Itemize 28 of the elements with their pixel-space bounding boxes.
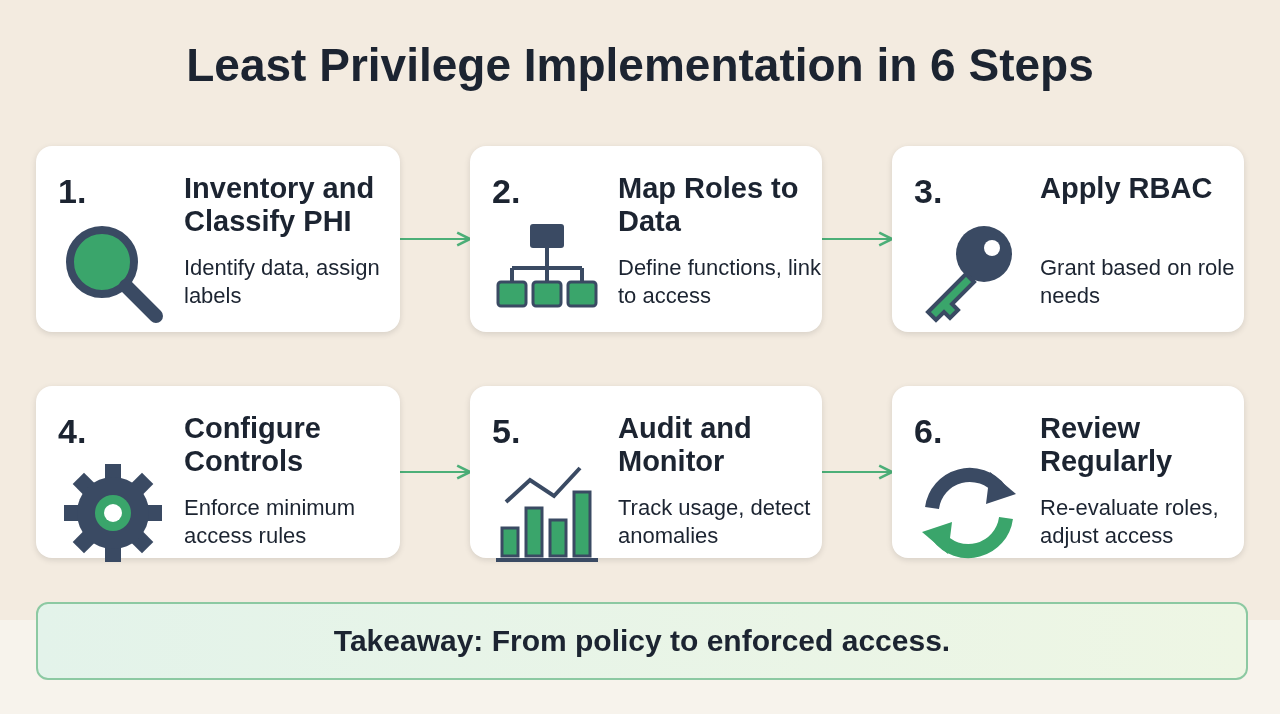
step-card	[892, 146, 1244, 332]
step-heading: Review Regularly	[1040, 412, 1174, 478]
arrow	[821, 231, 894, 247]
step-description: Re-evaluate roles, adjust access	[1040, 494, 1220, 550]
step-heading: Inventory and Classify PHI	[184, 172, 376, 238]
step-card	[470, 146, 822, 332]
step-number: 3.	[914, 172, 943, 211]
step-number: 5.	[492, 412, 521, 451]
arrow	[399, 231, 472, 247]
step-number: 1.	[58, 172, 87, 211]
step-description: Enforce minimum access rules	[184, 494, 357, 550]
step-heading: Audit and Monitor	[618, 412, 753, 478]
step-card	[36, 146, 400, 332]
step-description: Track usage, detect anomalies	[618, 494, 812, 550]
step-description: Define functions, link to access	[618, 254, 822, 310]
step-number: 4.	[58, 412, 87, 451]
step-heading: Apply RBAC	[1040, 172, 1214, 205]
step-description: Identify data, assign labels	[184, 254, 381, 310]
step-number: 2.	[492, 172, 521, 211]
step-number: 6.	[914, 412, 943, 451]
takeaway-banner: Takeaway: From policy to enforced access.	[36, 602, 1248, 680]
step-description: Grant based on role needs	[1040, 254, 1236, 310]
step-heading: Configure Controls	[184, 412, 322, 478]
arrow	[399, 464, 472, 480]
step-heading: Map Roles to Data	[618, 172, 800, 238]
arrow	[821, 464, 894, 480]
title: Least Privilege Implementation in 6 Steps	[185, 38, 1095, 92]
step-card	[892, 386, 1244, 558]
